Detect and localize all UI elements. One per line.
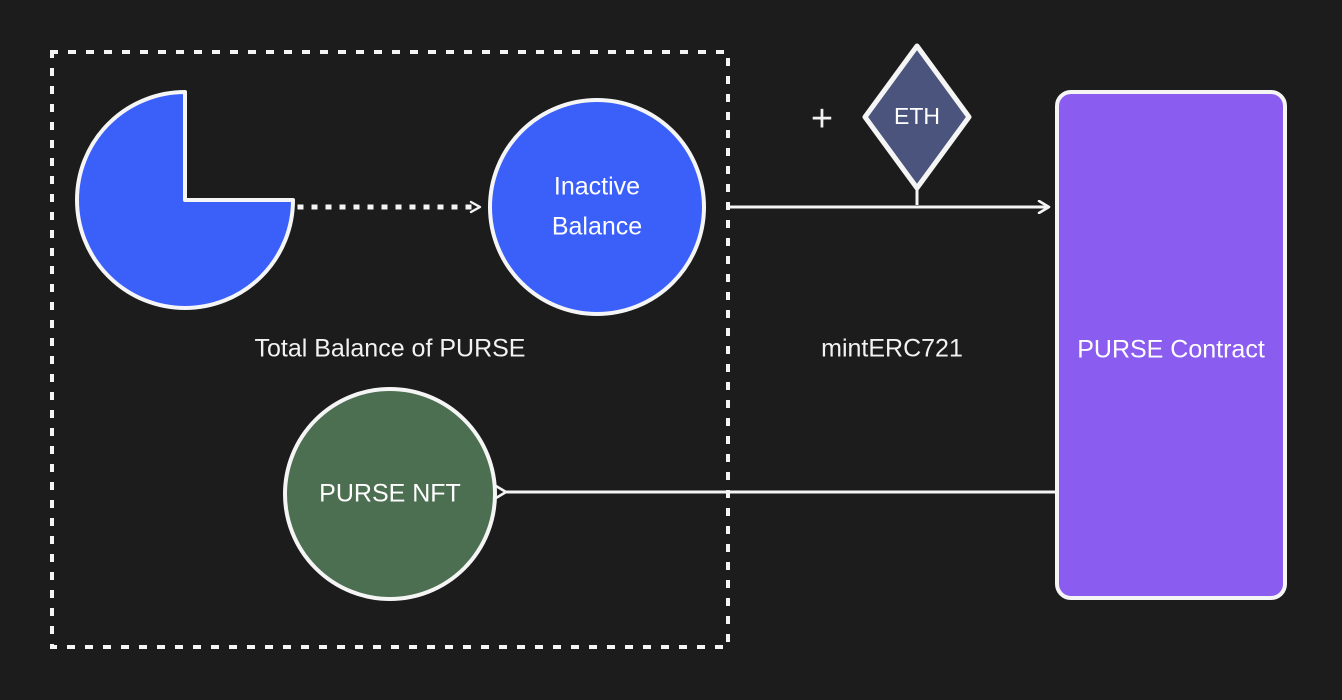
inactive-balance-label-line2: Balance <box>552 213 642 241</box>
edge-label-minterc721: mintERC721 <box>821 335 963 363</box>
plus-icon: + <box>811 98 833 140</box>
inactive-balance-label-line1: Inactive <box>554 173 640 201</box>
wallet-boundary-group <box>50 50 730 649</box>
eth-token-label: ETH <box>894 103 940 129</box>
purse-nft-label: PURSE NFT <box>319 480 461 508</box>
inactive-balance-node: Inactive Balance <box>488 98 706 316</box>
purse-contract-rect <box>1055 90 1287 600</box>
purse-nft-node: PURSE NFT <box>283 387 497 601</box>
total-balance-pie <box>75 90 295 310</box>
inactive-balance-circle <box>488 98 706 316</box>
eth-token-node: ETH <box>862 43 972 191</box>
purse-contract-label: PURSE Contract <box>1077 336 1265 364</box>
purse-contract-node: PURSE Contract <box>1055 90 1287 600</box>
pie-slice-filled <box>75 90 295 310</box>
purse-nft-circle <box>283 387 497 601</box>
total-balance-caption: Total Balance of PURSE <box>255 335 526 363</box>
